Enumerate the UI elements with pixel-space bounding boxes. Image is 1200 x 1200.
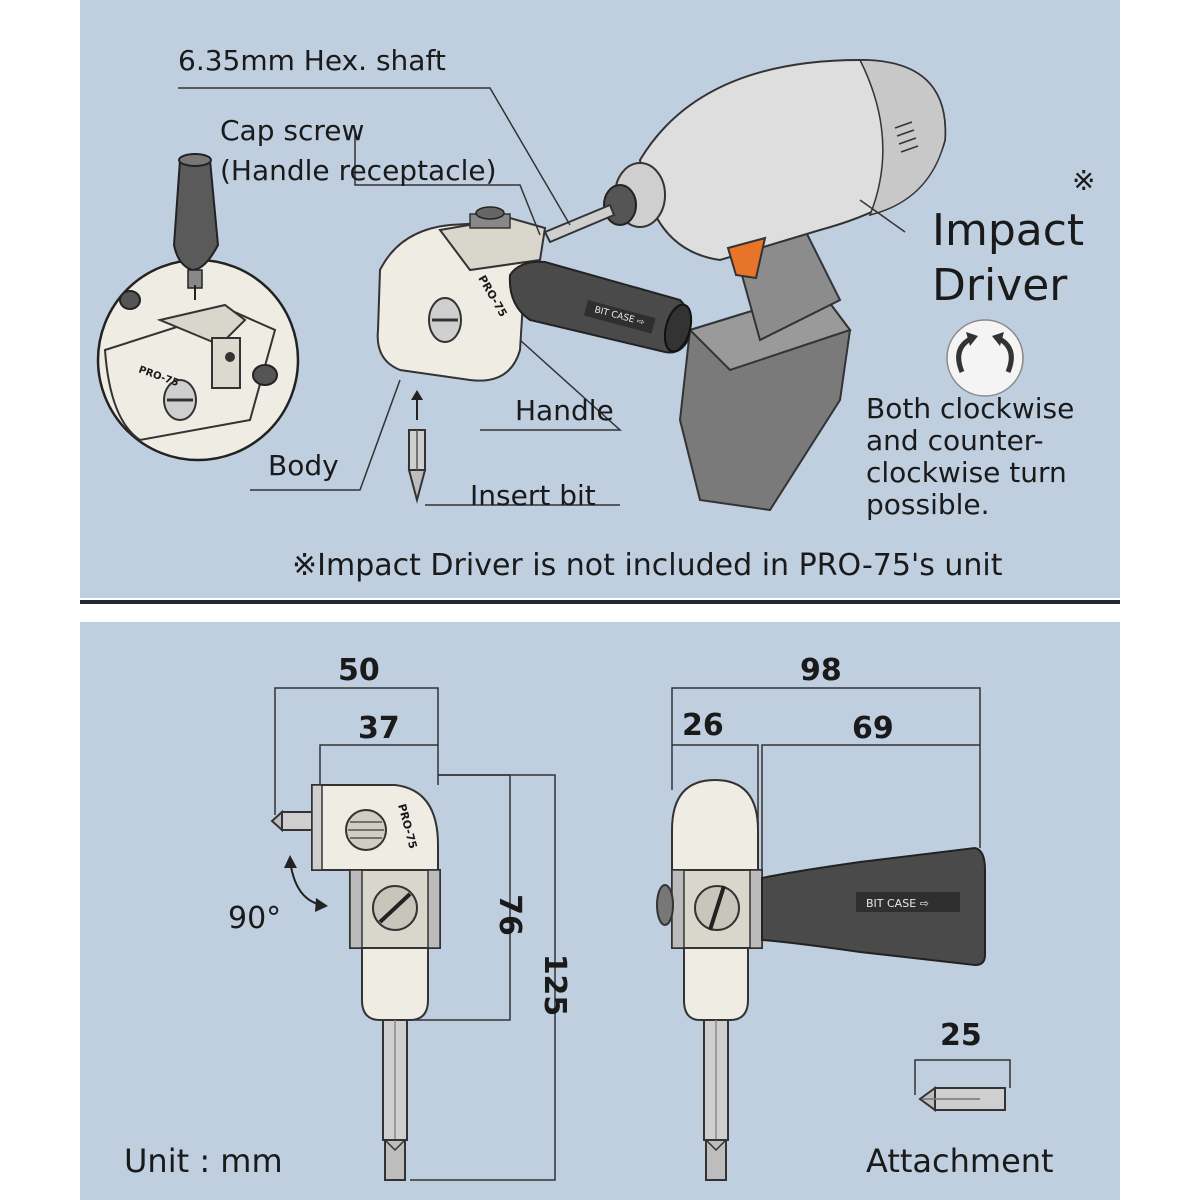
label-rotation-2: and counter- [866, 424, 1044, 457]
panel-divider [80, 600, 1120, 604]
label-attachment: Attachment [866, 1142, 1054, 1180]
attachment-body-illustration: PRO-75 BIT CASE ⇨ [376, 206, 693, 504]
dim-front-76: 76 [492, 894, 527, 936]
dim-side-69: 69 [852, 711, 894, 746]
leader-lines-top [178, 87, 906, 506]
cap-screw-inset: PRO-75 [96, 153, 300, 462]
reference-mark: ※ [1072, 164, 1095, 197]
dim-front-37: 37 [358, 711, 400, 746]
label-driver: Driver [932, 260, 1068, 311]
front-dimension-lines [274, 687, 556, 1181]
label-handle-receptacle: (Handle receptacle) [220, 154, 497, 187]
dim-bit-25: 25 [940, 1018, 982, 1053]
trigger [726, 236, 767, 280]
attachment-bit [914, 1059, 1011, 1112]
label-impact: Impact [932, 205, 1084, 256]
unit-label: Unit : mm [124, 1142, 283, 1180]
front-view: PRO-75 [270, 784, 441, 1181]
label-rotation-1: Both clockwise [866, 392, 1074, 425]
footnote: ※Impact Driver is not included in PRO-75… [292, 548, 1003, 583]
side-dimension-lines [671, 687, 981, 870]
label-insert-bit: Insert bit [470, 479, 596, 512]
label-cap-screw: Cap screw [220, 114, 364, 147]
label-handle: Handle [515, 394, 614, 427]
handle-print-side: BIT CASE ⇨ [866, 897, 929, 910]
angle-label: 90° [228, 901, 281, 936]
dim-side-98: 98 [800, 653, 842, 688]
impact-driver-illustration [543, 58, 947, 512]
dim-front-50: 50 [338, 653, 380, 688]
label-rotation-3: clockwise turn [866, 456, 1067, 489]
dim-front-125: 125 [537, 954, 572, 1017]
dim-side-26: 26 [682, 708, 724, 743]
rotation-arrows-icon [946, 319, 1024, 397]
side-view: BIT CASE ⇨ [656, 778, 986, 1181]
label-body: Body [268, 449, 339, 482]
label-hex-shaft: 6.35mm Hex. shaft [178, 44, 446, 77]
label-rotation-4: possible. [866, 488, 990, 521]
